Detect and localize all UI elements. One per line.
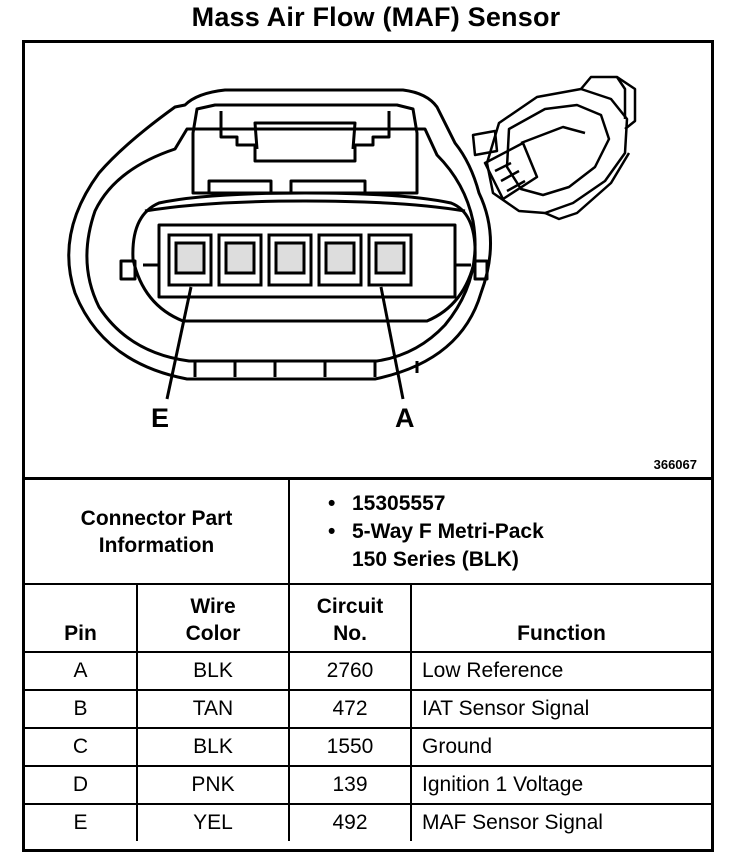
circuit-cell: 492 (288, 803, 412, 841)
circuit-cell: 1550 (288, 727, 412, 767)
table-row: B TAN 472 IAT Sensor Signal (25, 689, 711, 729)
pin-cell: A (25, 651, 138, 691)
connector-drawing (67, 75, 637, 400)
connector-perspective-view (471, 75, 637, 221)
wire-color-cell: BLK (136, 651, 290, 691)
circuit-cell: 472 (288, 689, 412, 729)
function-cell: IAT Sensor Signal (410, 689, 711, 729)
header-function: Function (410, 583, 711, 653)
leader-line-a (379, 286, 405, 400)
pin-cavity-e (167, 233, 213, 287)
pin-cavity-c (267, 233, 313, 287)
diagram-frame: E A 366067 Connector Part Information •1… (22, 40, 714, 852)
header-pin: Pin (25, 583, 138, 653)
pin-cell: C (25, 727, 138, 767)
connector-info-label: Connector Part Information (25, 477, 290, 585)
part-number: •15305557 (328, 490, 711, 518)
connector-pinout-table: Connector Part Information •15305557 •5-… (25, 477, 711, 841)
connector-illustration: E A 366067 (25, 43, 711, 477)
pin-cavity-a (367, 233, 413, 287)
connector-info-row: Connector Part Information •15305557 •5-… (25, 477, 711, 585)
pin-cell: E (25, 803, 138, 841)
diagram-title: Mass Air Flow (MAF) Sensor (191, 2, 561, 32)
pin-cavity-d (217, 233, 263, 287)
connector-housing-inner (85, 127, 477, 363)
figure-number: 366067 (653, 457, 697, 472)
pin-cavity-block (157, 223, 457, 299)
pin-label-e: E (151, 403, 170, 433)
leader-line-e (165, 286, 193, 400)
table-row: E YEL 492 MAF Sensor Signal (25, 803, 711, 841)
wire-color-cell: PNK (136, 765, 290, 805)
wire-color-cell: TAN (136, 689, 290, 729)
function-cell: Ground (410, 727, 711, 767)
function-cell: Ignition 1 Voltage (410, 765, 711, 805)
function-cell: MAF Sensor Signal (410, 803, 711, 841)
wire-color-cell: YEL (136, 803, 290, 841)
table-row: A BLK 2760 Low Reference (25, 651, 711, 691)
circuit-cell: 2760 (288, 651, 412, 691)
pin-label-a: A (395, 403, 415, 433)
wire-color-cell: BLK (136, 727, 290, 767)
pin-cell: D (25, 765, 138, 805)
function-cell: Low Reference (410, 651, 711, 691)
pin-cavity-b (317, 233, 363, 287)
connector-housing-outer (67, 88, 493, 381)
pin-cell: B (25, 689, 138, 729)
bullet-icon: • (328, 519, 336, 543)
table-row: D PNK 139 Ignition 1 Voltage (25, 765, 711, 805)
bullet-icon: • (328, 491, 336, 515)
table-row: C BLK 1550 Ground (25, 727, 711, 767)
connector-info-details: •15305557 •5-Way F Metri-Pack 150 Series… (288, 477, 711, 585)
connector-description: •5-Way F Metri-Pack (328, 518, 711, 546)
circuit-cell: 139 (288, 765, 412, 805)
